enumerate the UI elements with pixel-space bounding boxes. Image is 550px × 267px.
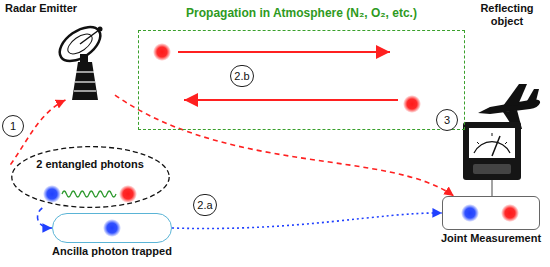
connector-arrow — [172, 213, 442, 229]
entanglement-wave — [62, 191, 116, 197]
photon-dot — [119, 185, 137, 203]
photon-dot — [103, 219, 121, 237]
photon-dot — [43, 185, 61, 203]
callout-number: 1 — [2, 115, 24, 137]
meter-icon — [463, 122, 521, 196]
node-label: Reflecting object — [466, 2, 548, 27]
photon-dot — [461, 204, 479, 222]
node-label: Radar Emitter — [5, 2, 115, 15]
return-arrow — [184, 99, 398, 101]
reflecting-object: Reflecting object — [466, 2, 548, 132]
node-label: Ancilla photon trapped — [52, 245, 172, 258]
callout-number: 2.b — [230, 65, 253, 87]
connector-arrow — [115, 95, 454, 196]
radar-emitter: Radar Emitter — [5, 2, 115, 100]
photon-dot — [153, 43, 171, 61]
ancilla-trap: Ancilla photon trapped — [52, 213, 172, 243]
photon-dot — [501, 204, 519, 222]
node-label: 2 entangled photons — [11, 146, 170, 171]
callout-number: 3 — [436, 109, 458, 131]
joint-measurement: Joint Measurement — [442, 196, 540, 230]
atmosphere-region: Propagation in Atmosphere (N₂, O₂, etc.) — [138, 30, 465, 130]
outgoing-arrow — [178, 51, 390, 53]
connector-arrow — [38, 208, 52, 228]
node-label: Propagation in Atmosphere (N₂, O₂, etc.) — [186, 7, 417, 21]
callout-number: 2.a — [193, 194, 216, 216]
entangled-pair: 2 entangled photons — [11, 146, 170, 208]
photon-dot — [403, 95, 421, 113]
node-label: Joint Measurement — [441, 232, 541, 245]
radar-icon — [54, 20, 107, 100]
ellipse-outline — [11, 146, 170, 208]
